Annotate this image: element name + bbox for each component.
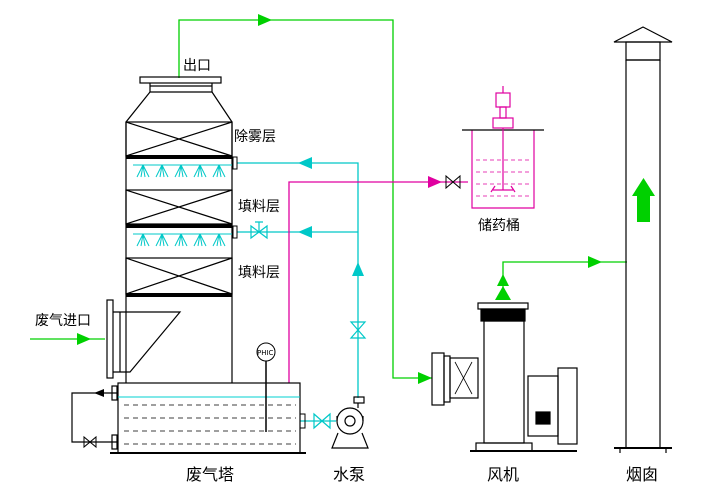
arrow-icon	[352, 262, 364, 276]
arrow-icon	[428, 176, 442, 188]
arrow-icon	[588, 256, 602, 268]
blower-fan	[431, 302, 578, 452]
mixer-motor-icon	[490, 86, 516, 193]
sump-liquid	[124, 404, 296, 445]
chimney-label: 烟囱	[626, 465, 658, 484]
arrow-icon	[258, 14, 272, 26]
valve-icon	[349, 321, 367, 339]
valve-icon	[83, 435, 97, 449]
ph-meter-label: PHIC	[257, 349, 274, 357]
valve-icon	[250, 224, 268, 240]
fan-label: 风机	[487, 465, 519, 484]
fan-to-chimney-gas-line	[502, 261, 627, 300]
support-plates	[126, 155, 232, 297]
valve-icon	[313, 412, 331, 430]
water-valves	[250, 221, 367, 430]
arrow-icon	[418, 372, 432, 384]
chemical-dosing-line	[288, 181, 468, 383]
gauge-icon	[256, 342, 276, 432]
gas-inlet-label: 废气进口	[35, 313, 91, 329]
scrubber-tower	[71, 76, 306, 454]
arrow-icon	[298, 157, 312, 169]
valve-icon	[445, 174, 461, 190]
arrow-icon	[497, 274, 509, 286]
inlet-flange	[106, 299, 114, 379]
demister-layer-label: 除雾层	[234, 129, 276, 145]
outlet-label: 出口	[183, 58, 211, 74]
tower-label: 废气塔	[186, 465, 234, 484]
packing-layer-1-label: 填料层	[238, 199, 280, 215]
gas-flow-arrows	[77, 14, 655, 384]
water-flow-arrows	[298, 157, 364, 276]
chimney-stack	[613, 26, 673, 453]
chemical-tank-label: 储药桶	[478, 218, 520, 234]
chimney-arrow-icon	[632, 178, 655, 222]
water-pump	[331, 396, 369, 449]
tower-to-fan-gas-line	[178, 19, 432, 379]
packing-layer-2-label: 填料层	[238, 265, 280, 281]
arrow-icon	[298, 226, 312, 238]
arrow-icon	[495, 286, 511, 300]
arrow-icon	[77, 333, 91, 345]
pump-label: 水泵	[333, 465, 365, 484]
outlet-flange	[139, 76, 222, 84]
spray-nozzles	[133, 164, 232, 247]
water-to-demister-line	[237, 162, 359, 398]
